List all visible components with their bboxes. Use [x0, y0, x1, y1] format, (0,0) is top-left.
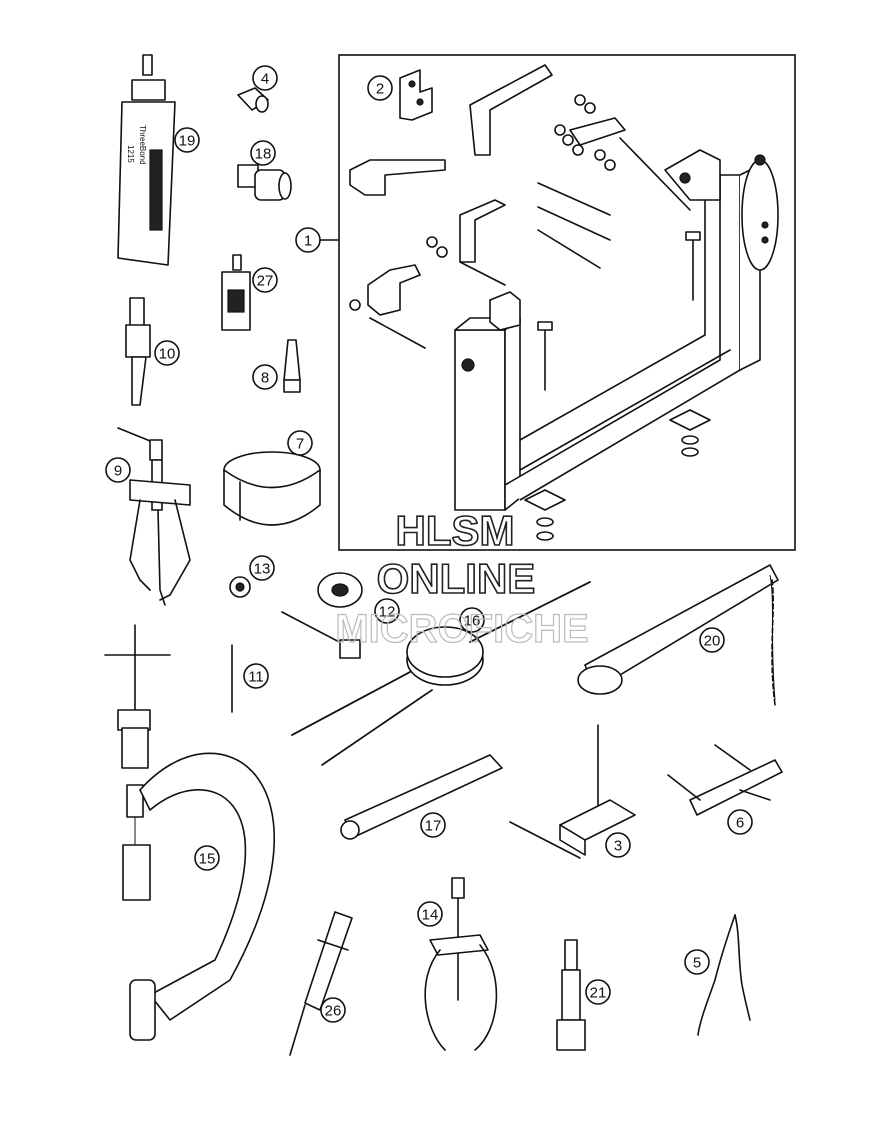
- svg-text:5: 5: [693, 955, 701, 972]
- bushing-part-13: [229, 576, 251, 598]
- engine-stand: [349, 64, 779, 541]
- puller-part-14: [424, 877, 498, 1051]
- watermark-line-3: MICROFICHE: [335, 607, 588, 651]
- callout-7: 7: [287, 430, 313, 456]
- svg-text:2: 2: [376, 81, 384, 98]
- callout-13: 13: [249, 555, 275, 581]
- callout-18: 18: [250, 140, 276, 166]
- valve-spring-compressor: [104, 624, 275, 1041]
- svg-text:6: 6: [736, 815, 744, 832]
- callout-27: 27: [252, 267, 278, 293]
- callout-20: 20: [699, 627, 725, 653]
- syringe-part-26: [289, 911, 353, 1056]
- adapter-part-18: [237, 164, 292, 201]
- sealant-tube: ThreeBond 1215: [117, 54, 176, 266]
- svg-text:15: 15: [199, 851, 216, 868]
- bracket-part-2: [399, 69, 433, 121]
- bottle-part-27: [221, 254, 251, 331]
- svg-text:13: 13: [254, 561, 271, 578]
- svg-text:9: 9: [114, 463, 122, 480]
- callout-11: 11: [243, 663, 269, 689]
- three-jaw-puller: [117, 427, 191, 606]
- watermark-line-1: HLSM: [396, 507, 515, 554]
- svg-text:19: 19: [179, 133, 196, 150]
- svg-text:8: 8: [261, 370, 269, 387]
- separator-part-6: [667, 744, 783, 816]
- callout-21: 21: [585, 979, 611, 1005]
- callout-2: 2: [367, 75, 393, 101]
- flywheel-holder: [291, 581, 591, 766]
- svg-text:27: 27: [257, 273, 274, 290]
- callout-12: 12: [374, 598, 400, 624]
- callout-26: 26: [320, 997, 346, 1023]
- ring-part-7: [223, 451, 321, 526]
- svg-text:20: 20: [704, 633, 721, 650]
- svg-text:12: 12: [379, 604, 396, 621]
- svg-text:11: 11: [248, 669, 264, 686]
- callout-5: 5: [684, 949, 710, 975]
- cone-part-8: [283, 339, 301, 393]
- callout-4: 4: [252, 65, 278, 91]
- callout-8: 8: [252, 364, 278, 390]
- svg-text:16: 16: [464, 613, 481, 630]
- puller-part-10: [125, 297, 151, 406]
- chain-tool: [509, 724, 636, 859]
- svg-text:3: 3: [614, 838, 622, 855]
- svg-text:4: 4: [261, 71, 269, 88]
- svg-text:21: 21: [590, 985, 607, 1002]
- callout-10: 10: [154, 340, 180, 366]
- svg-text:7: 7: [296, 436, 304, 453]
- tube-brand-text: ThreeBond: [138, 125, 147, 165]
- svg-text:1: 1: [304, 233, 312, 250]
- callout-1: 1: [295, 227, 321, 253]
- circlip-pliers: [697, 914, 751, 1036]
- svg-text:18: 18: [255, 146, 272, 163]
- engine-stand-group-frame: [338, 54, 796, 551]
- callout-16: 16: [459, 607, 485, 633]
- bearing-part-12: [281, 572, 363, 659]
- callout-3: 3: [605, 832, 631, 858]
- watermark-line-2: ONLINE: [377, 555, 536, 602]
- svg-text:14: 14: [422, 907, 439, 924]
- pin-spanner: [340, 754, 503, 840]
- callout-15: 15: [194, 845, 220, 871]
- callout-17: 17: [420, 812, 446, 838]
- callout-9: 9: [105, 457, 131, 483]
- chain-wrench: [577, 564, 779, 706]
- driver-part-21: [556, 939, 586, 1051]
- callout-6: 6: [727, 809, 753, 835]
- callout-19: 19: [174, 127, 200, 153]
- svg-text:26: 26: [325, 1003, 342, 1020]
- svg-text:10: 10: [159, 346, 176, 363]
- callout-14: 14: [417, 901, 443, 927]
- svg-text:17: 17: [425, 818, 442, 835]
- tube-code-text: 1215: [126, 145, 135, 163]
- plug-part-4: [237, 87, 269, 113]
